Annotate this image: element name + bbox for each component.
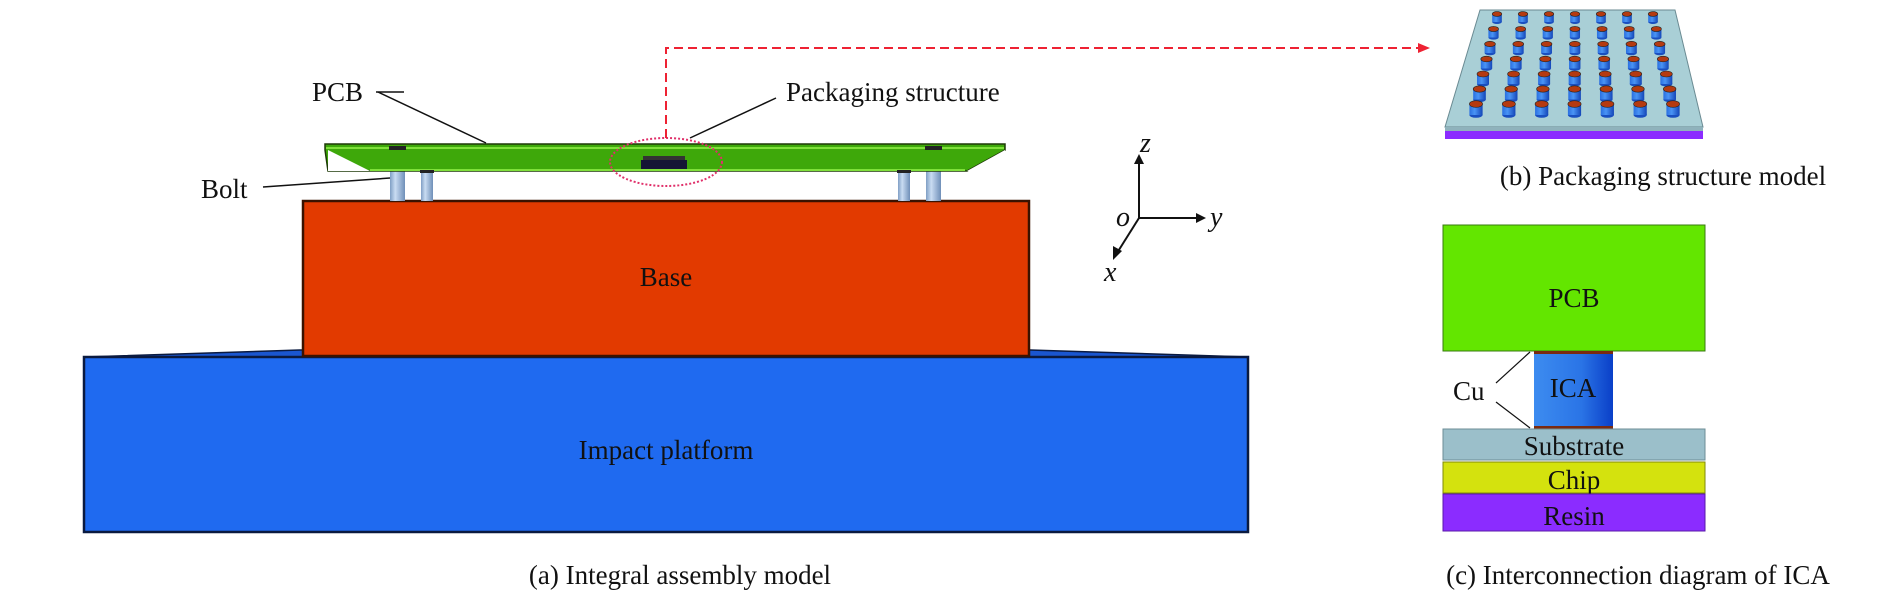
solder-bump: [1631, 85, 1645, 103]
solder-bump: [1476, 70, 1490, 87]
panel-a-caption: (a) Integral assembly model: [529, 560, 831, 590]
solder-bump: [1480, 55, 1493, 71]
solder-bump: [1633, 100, 1648, 118]
solder-bump: [1569, 11, 1581, 24]
solder-bump: [1536, 85, 1550, 103]
substrate-label: Substrate: [1524, 431, 1625, 461]
solder-bump: [1542, 26, 1554, 40]
solder-bump: [1598, 70, 1612, 87]
solder-bump: [1517, 11, 1529, 24]
solder-bump: [1623, 26, 1635, 40]
substrate-layer: [1442, 428, 1706, 461]
resin-layer: [1445, 131, 1703, 139]
cu-pad-bottom: [1534, 426, 1613, 429]
chip-layer: [1442, 461, 1706, 494]
solder-bump: [1568, 70, 1581, 87]
bolt-leader-line: [262, 177, 391, 188]
origin-label: o: [1116, 202, 1130, 233]
panel-a-integral-assembly: Impact platform Base: [82, 43, 1430, 590]
packaging-highlight-ellipse: [609, 137, 723, 187]
solder-bump: [1627, 55, 1640, 71]
resin-layer-section: [1442, 493, 1706, 532]
base-block: Base: [301, 199, 1031, 358]
cu-pad-top: [1534, 351, 1613, 354]
solder-bump: [1488, 26, 1499, 40]
solder-bump: [1543, 11, 1555, 24]
ica-label: ICA: [1550, 373, 1597, 403]
solder-bump: [1534, 100, 1549, 118]
solder-bump: [1600, 100, 1615, 118]
packaging-chip-on-pcb: [641, 160, 687, 169]
x-axis-label: x: [1103, 257, 1117, 288]
impact-platform-label: Impact platform: [579, 435, 754, 465]
solder-bump: [1653, 40, 1666, 56]
resin-label: Resin: [1543, 501, 1605, 531]
solder-bump: [1596, 26, 1608, 40]
callout-arrow: [665, 43, 1430, 138]
x-axis: [1116, 217, 1140, 254]
base-label: Base: [640, 262, 693, 292]
solder-bump: [1472, 85, 1487, 103]
panel-b-caption: (b) Packaging structure model: [1500, 161, 1826, 191]
solder-bump: [1537, 70, 1551, 87]
solder-bump: [1621, 11, 1633, 24]
panel-c-caption: (c) Interconnection diagram of ICA: [1446, 560, 1830, 590]
solder-bump: [1507, 70, 1520, 87]
z-axis-label: z: [1139, 128, 1151, 159]
solder-bump: [1660, 70, 1673, 87]
panel-c-interconnection-diagram: PCB ICA Cu Substrate Chip Resin (c) Inte…: [1442, 224, 1830, 590]
solder-bump: [1666, 100, 1680, 118]
solder-bump: [1540, 40, 1553, 56]
substrate-plate-edge: [1445, 127, 1703, 131]
coordinate-axes: z y x o: [1103, 128, 1223, 288]
solder-bump: [1501, 100, 1516, 118]
solder-bump: [1515, 26, 1527, 40]
solder-bump: [1597, 40, 1609, 56]
solder-bump: [1512, 40, 1524, 56]
solder-bump: [1539, 55, 1552, 71]
packaging-structure-label: Packaging structure: [786, 77, 1000, 107]
bolt-right-inner: [898, 170, 910, 201]
solder-bump: [1598, 55, 1611, 71]
cu-label: Cu: [1453, 376, 1485, 406]
solder-bump: [1569, 26, 1581, 40]
solder-bump: [1663, 85, 1677, 103]
pcb-layer: [1442, 224, 1706, 352]
chip-label: Chip: [1548, 465, 1601, 495]
pcb-layer-label: PCB: [1548, 283, 1599, 313]
solder-bump: [1629, 70, 1643, 87]
solder-bump: [1569, 40, 1581, 56]
solder-bump: [1647, 11, 1659, 24]
panel-b-packaging-structure: (b) Packaging structure model: [1444, 9, 1826, 191]
solder-bump: [1650, 26, 1662, 40]
solder-bump: [1625, 40, 1638, 56]
solder-bump: [1567, 100, 1582, 118]
solder-bump: [1568, 55, 1581, 71]
solder-bump: [1599, 85, 1613, 103]
pcb-label: PCB: [312, 77, 363, 107]
solder-bump: [1567, 85, 1582, 103]
ica-column: [1534, 354, 1613, 427]
bolt-left-inner: [421, 170, 433, 201]
bump-grid: [1469, 11, 1680, 118]
bolt-label: Bolt: [201, 174, 248, 204]
solder-bump: [1491, 11, 1503, 24]
impact-platform: Impact platform: [82, 349, 1250, 534]
solder-bump: [1484, 40, 1496, 56]
solder-bump: [1469, 100, 1483, 118]
solder-bump: [1504, 85, 1518, 103]
pcb-board: [324, 143, 1006, 173]
cu-leader-top: [1495, 351, 1531, 384]
pcb-leader-line-diag: [377, 91, 487, 144]
cu-leader-bottom: [1495, 401, 1531, 429]
packaging-leader-line: [689, 97, 777, 139]
solder-bump: [1509, 55, 1522, 71]
y-axis-label: y: [1207, 202, 1223, 233]
solder-bump: [1657, 55, 1670, 71]
solder-bump: [1595, 11, 1607, 24]
